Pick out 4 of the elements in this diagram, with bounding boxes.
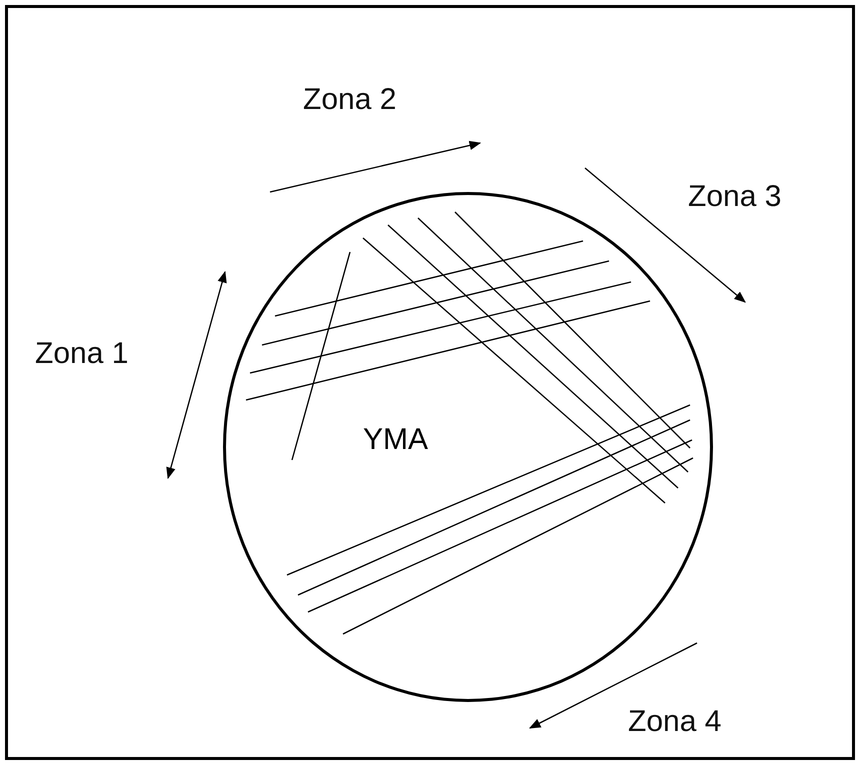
zone-label: Zona 2 (303, 85, 396, 115)
zone-label: Zona 4 (628, 707, 722, 737)
zone-label: Zona 3 (688, 182, 782, 212)
zone-label: Zona 1 (35, 339, 128, 369)
